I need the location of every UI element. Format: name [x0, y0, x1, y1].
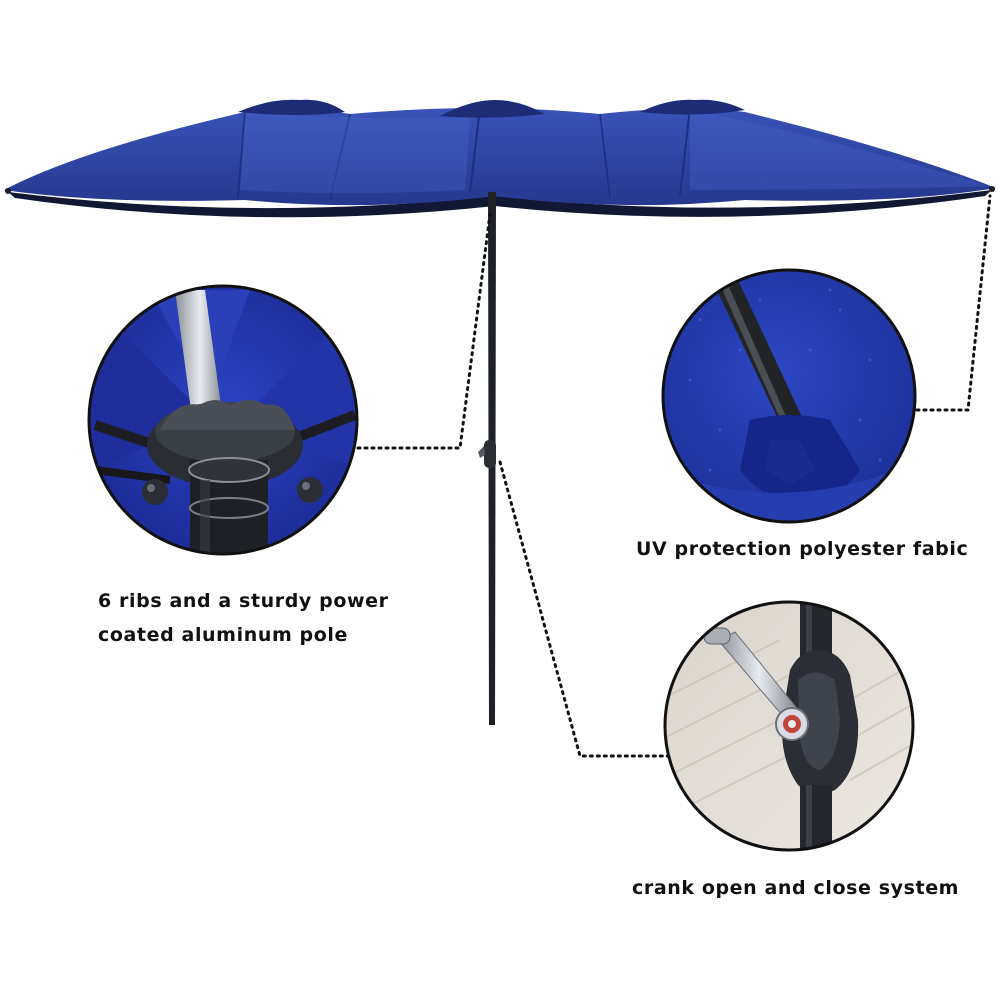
caption-ribs-line1: 6 ribs and a sturdy power	[98, 590, 389, 612]
caption-crank: crank open and close system	[632, 877, 960, 899]
umbrella-canopy	[4, 99, 996, 218]
fabric-closeup	[661, 268, 917, 524]
caption-ribs-line2: coated aluminum pole	[98, 624, 349, 646]
hub-closeup	[87, 284, 359, 556]
caption-fabric: UV protection polyester fabic	[636, 538, 969, 560]
crank-closeup	[663, 600, 915, 852]
leader-lines	[356, 194, 992, 758]
umbrella-pole	[478, 192, 496, 725]
